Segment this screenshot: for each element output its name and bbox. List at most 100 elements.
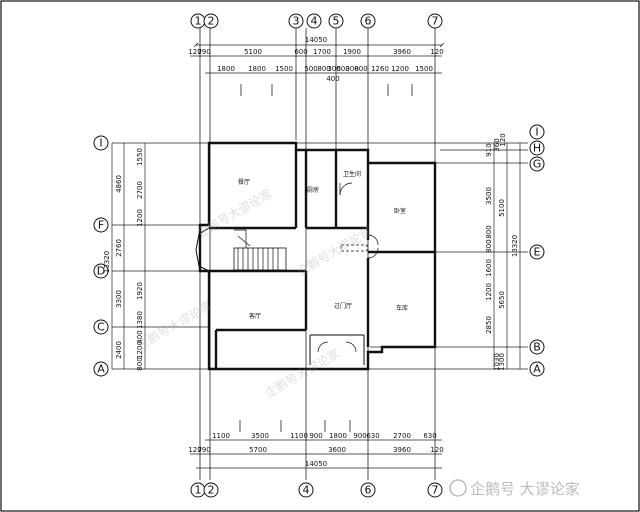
bottom-total-text: 14050 xyxy=(305,460,327,468)
left-inner-4: 1380 xyxy=(136,311,144,329)
grid-label-bottom-6: 6 xyxy=(365,484,372,497)
left-outer-4: 2400 xyxy=(115,341,123,359)
right-inner-5: 800 xyxy=(485,239,493,252)
room-label-garage: 车库 xyxy=(396,304,408,312)
grid-bubble-bottom-7 xyxy=(427,482,443,498)
left-outer-1: 13320 xyxy=(103,251,111,273)
top-row1-1: 790 xyxy=(197,48,210,56)
right-outer-0: 5100 xyxy=(498,199,506,217)
grid-bubbles-right: I H G E B A xyxy=(529,124,545,377)
right-dimensions: 910 360 120 3500 800 800 1600 1200 2850 … xyxy=(485,133,521,371)
grid-label-bottom-1: 1 xyxy=(195,484,202,497)
right-inner-3: 3500 xyxy=(485,187,493,205)
bottom-row2-1: 790 xyxy=(197,446,210,454)
left-inner-2: 1200 xyxy=(136,209,144,227)
bottom-row1-4: 1800 xyxy=(329,432,347,440)
grid-label-top-1: 1 xyxy=(195,15,202,28)
top-row2-6: 600 xyxy=(336,65,349,73)
room-label-dining: 餐厅 xyxy=(238,178,250,186)
grid-label-right-E: E xyxy=(534,246,541,259)
left-inner-6: 1200 xyxy=(136,341,144,359)
bottom-dimensions: 1100 3500 1100 900 1800 900 630 2700 630… xyxy=(188,420,444,469)
grid-bubbles-bottom: 1 2 4 6 7 xyxy=(190,482,443,498)
top-row1-3: 600 xyxy=(294,48,307,56)
top-dimensions: 14050 120 790 5100 600 1700 1900 3960 12… xyxy=(188,36,445,96)
logo-icon xyxy=(449,479,467,497)
grid-label-bottom-7: 7 xyxy=(432,484,439,497)
bottom-row1-6: 630 xyxy=(366,432,379,440)
right-inner-7: 1200 xyxy=(485,283,493,301)
grid-label-top-6: 6 xyxy=(365,15,372,28)
hall-arch xyxy=(340,244,368,252)
top-row2-9: 1260 xyxy=(371,65,389,73)
grid-label-left-A: A xyxy=(97,363,105,376)
grid-bubble-right-H xyxy=(529,140,545,156)
top-row2-2: 1500 xyxy=(275,65,293,73)
left-dimensions: 4860 13320 2760 3300 2400 1550 2700 1200… xyxy=(103,143,146,371)
grid-label-bottom-4: 4 xyxy=(303,484,310,497)
top-row1-0: 120 xyxy=(188,48,201,56)
bottom-row1-5: 900 xyxy=(353,432,366,440)
watermark-text: 企鹅号大谬论家 xyxy=(262,346,342,401)
left-inner-7: 800 xyxy=(136,357,144,370)
grid-bubble-right-I xyxy=(529,124,545,140)
watermark-text: 企鹅号大谬论家 xyxy=(194,186,274,241)
grid-bubble-right-B xyxy=(529,339,545,355)
grid-bubble-top-7 xyxy=(427,13,443,29)
grid-bubble-left-A xyxy=(93,361,109,377)
left-outer-0: 4860 xyxy=(115,175,123,193)
top-row1-2: 5100 xyxy=(244,48,262,56)
stair-outline xyxy=(233,247,287,271)
left-inner-3: 1920 xyxy=(136,282,144,300)
grid-label-right-G: G xyxy=(533,158,542,171)
top-row2-10: 1200 xyxy=(391,65,409,73)
grid-label-right-H: H xyxy=(533,142,541,155)
room-label-living: 客厅 xyxy=(249,312,261,320)
grid-label-top-7: 7 xyxy=(432,15,439,28)
brand-logo: 企鹅号 大谬论家 xyxy=(449,479,580,498)
door-arc-entry2 xyxy=(345,341,357,353)
door-arc-entry xyxy=(317,341,329,353)
grid-bubble-bottom-4 xyxy=(298,482,314,498)
grid-bubble-left-I xyxy=(93,135,109,151)
top-row1-7: 120 xyxy=(430,48,443,56)
top-row1-6: 3960 xyxy=(393,48,411,56)
right-outer-1: 5650 xyxy=(498,291,506,309)
grid-label-right-B: B xyxy=(533,341,541,354)
grid-bubble-top-4 xyxy=(306,13,322,29)
right-inner-6: 1600 xyxy=(485,259,493,277)
bottom-row2-5: 120 xyxy=(430,446,443,454)
bottom-row1-7: 2700 xyxy=(393,432,411,440)
bottom-row2-0: 120 xyxy=(188,446,201,454)
grid-bubble-right-E xyxy=(529,244,545,260)
top-row2-8: 800 xyxy=(354,65,367,73)
outer-wall xyxy=(198,141,437,371)
grid-bubble-top-3 xyxy=(288,13,304,29)
room-label-bathroom: 卫生间 xyxy=(343,170,361,178)
grid-bubble-left-D xyxy=(93,263,109,279)
room-label-kitchen: 厨房 xyxy=(307,186,319,194)
left-inner-1: 2700 xyxy=(136,181,144,199)
stair-arrow xyxy=(237,235,251,247)
tick xyxy=(439,42,445,48)
tick xyxy=(193,42,199,48)
left-inner-5: 400 xyxy=(136,330,144,343)
grid-bubble-bottom-2 xyxy=(203,482,219,498)
grid-label-top-2: 2 xyxy=(208,15,215,28)
grid-bubble-top-5 xyxy=(328,13,344,29)
top-row2-5: 300 xyxy=(327,65,340,73)
top-row1-5: 1900 xyxy=(343,48,361,56)
room-labels: 餐厅 厨房 卫生间 卧室 客厅 过门厅 车库 xyxy=(238,170,408,320)
right-inner-4: 800 xyxy=(485,225,493,238)
grid-bubble-right-G xyxy=(529,156,545,172)
right-inner-8: 2850 xyxy=(485,316,493,334)
top-row2-0: 1800 xyxy=(217,65,235,73)
grid-label-top-5: 5 xyxy=(333,15,340,28)
grid-bubble-left-C xyxy=(93,319,109,335)
left-outer-2: 2760 xyxy=(115,239,123,257)
grid-bubble-top-6 xyxy=(360,13,376,29)
bottom-row1-1: 3500 xyxy=(251,432,269,440)
